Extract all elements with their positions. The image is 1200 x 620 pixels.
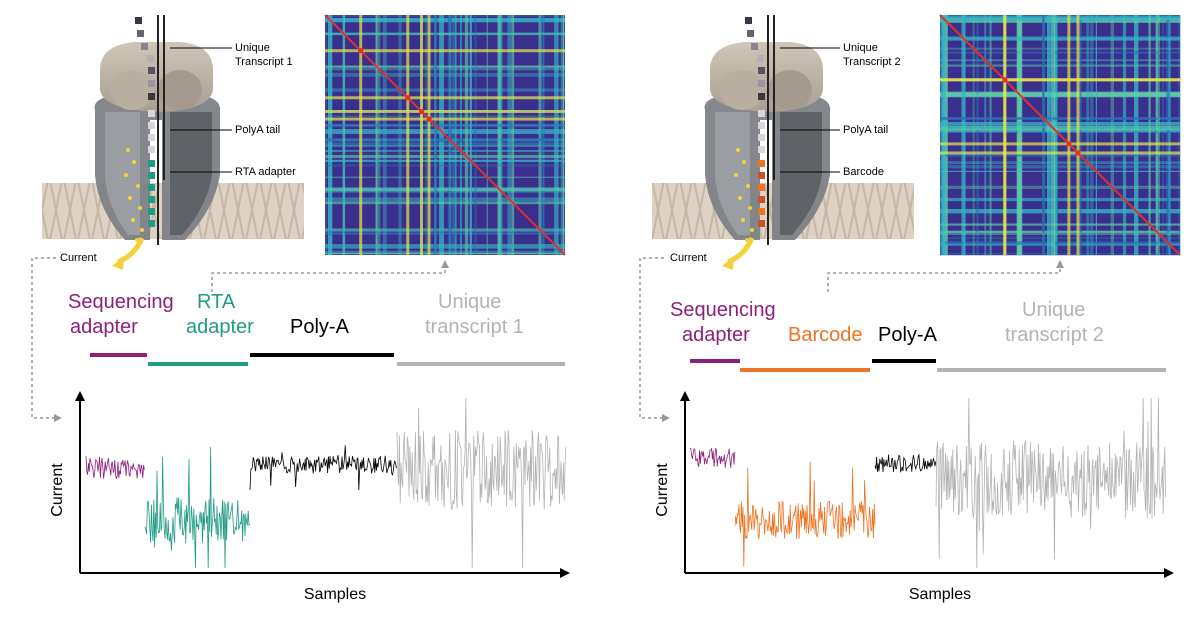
segment-label-unique-transcript-line1: Unique <box>1022 299 1085 321</box>
dotted-connector-matrix <box>827 260 1064 292</box>
y-axis-label: Current <box>654 463 671 517</box>
segment-label-sequencing-adapter-line2: adapter <box>682 324 750 346</box>
label-transcript-line1: Unique <box>843 42 878 54</box>
segment-label-rta-adapter-line2: adapter <box>186 316 254 338</box>
dotted-connector-current <box>31 257 62 422</box>
segment-label-unique-transcript-line1: Unique <box>438 291 501 313</box>
strand-bases <box>135 17 155 227</box>
label-transcript-line1: Unique <box>235 42 270 54</box>
segment-label-unique-transcript-line2: transcript 1 <box>425 316 524 338</box>
panel-2: Unique Transcript 2 PolyA tail Barcode C… <box>639 14 1181 603</box>
label-adapter: RTA adapter <box>235 166 296 178</box>
x-axis-label: Samples <box>304 586 366 603</box>
nanopore-illustration: Unique Transcript 1 PolyA tail RTA adapt… <box>42 15 304 270</box>
label-barcode: Barcode <box>843 166 884 178</box>
current-signal-trace <box>85 397 567 569</box>
segment-label-sequencing-adapter-line1: Sequencing <box>68 291 174 313</box>
panel-1: Unique Transcript 1 PolyA tail RTA adapt… <box>31 14 570 603</box>
label-transcript-line2: Transcript 2 <box>843 56 901 68</box>
segment-label-sequencing-adapter-line1: Sequencing <box>670 299 776 321</box>
segment-label-unique-transcript-line2: transcript 2 <box>1005 324 1104 346</box>
x-axis-label: Samples <box>909 586 971 603</box>
nanopore-illustration: Unique Transcript 2 PolyA tail Barcode C… <box>652 15 914 270</box>
strand-bases <box>745 17 765 227</box>
current-signal-trace <box>689 397 1166 569</box>
similarity-matrix <box>939 14 1181 256</box>
y-axis-label: Current <box>49 463 66 517</box>
segment-label-poly-a: Poly-A <box>878 324 938 346</box>
label-polya-tail: PolyA tail <box>843 124 888 136</box>
label-transcript-line2: Transcript 1 <box>235 56 293 68</box>
segment-label-rta-adapter-line1: RTA <box>197 291 236 313</box>
similarity-matrix <box>324 14 566 256</box>
segment-label-poly-a: Poly-A <box>290 316 350 338</box>
ion-dots <box>734 148 754 242</box>
ion-dots <box>124 148 144 242</box>
label-current: Current <box>60 252 97 264</box>
segment-label-barcode: Barcode <box>788 324 863 346</box>
segment-label-sequencing-adapter-line2: adapter <box>70 316 138 338</box>
dotted-connector-current <box>639 257 670 422</box>
dotted-connector-matrix <box>211 260 449 292</box>
label-polya-tail: PolyA tail <box>235 124 280 136</box>
label-current: Current <box>670 252 707 264</box>
